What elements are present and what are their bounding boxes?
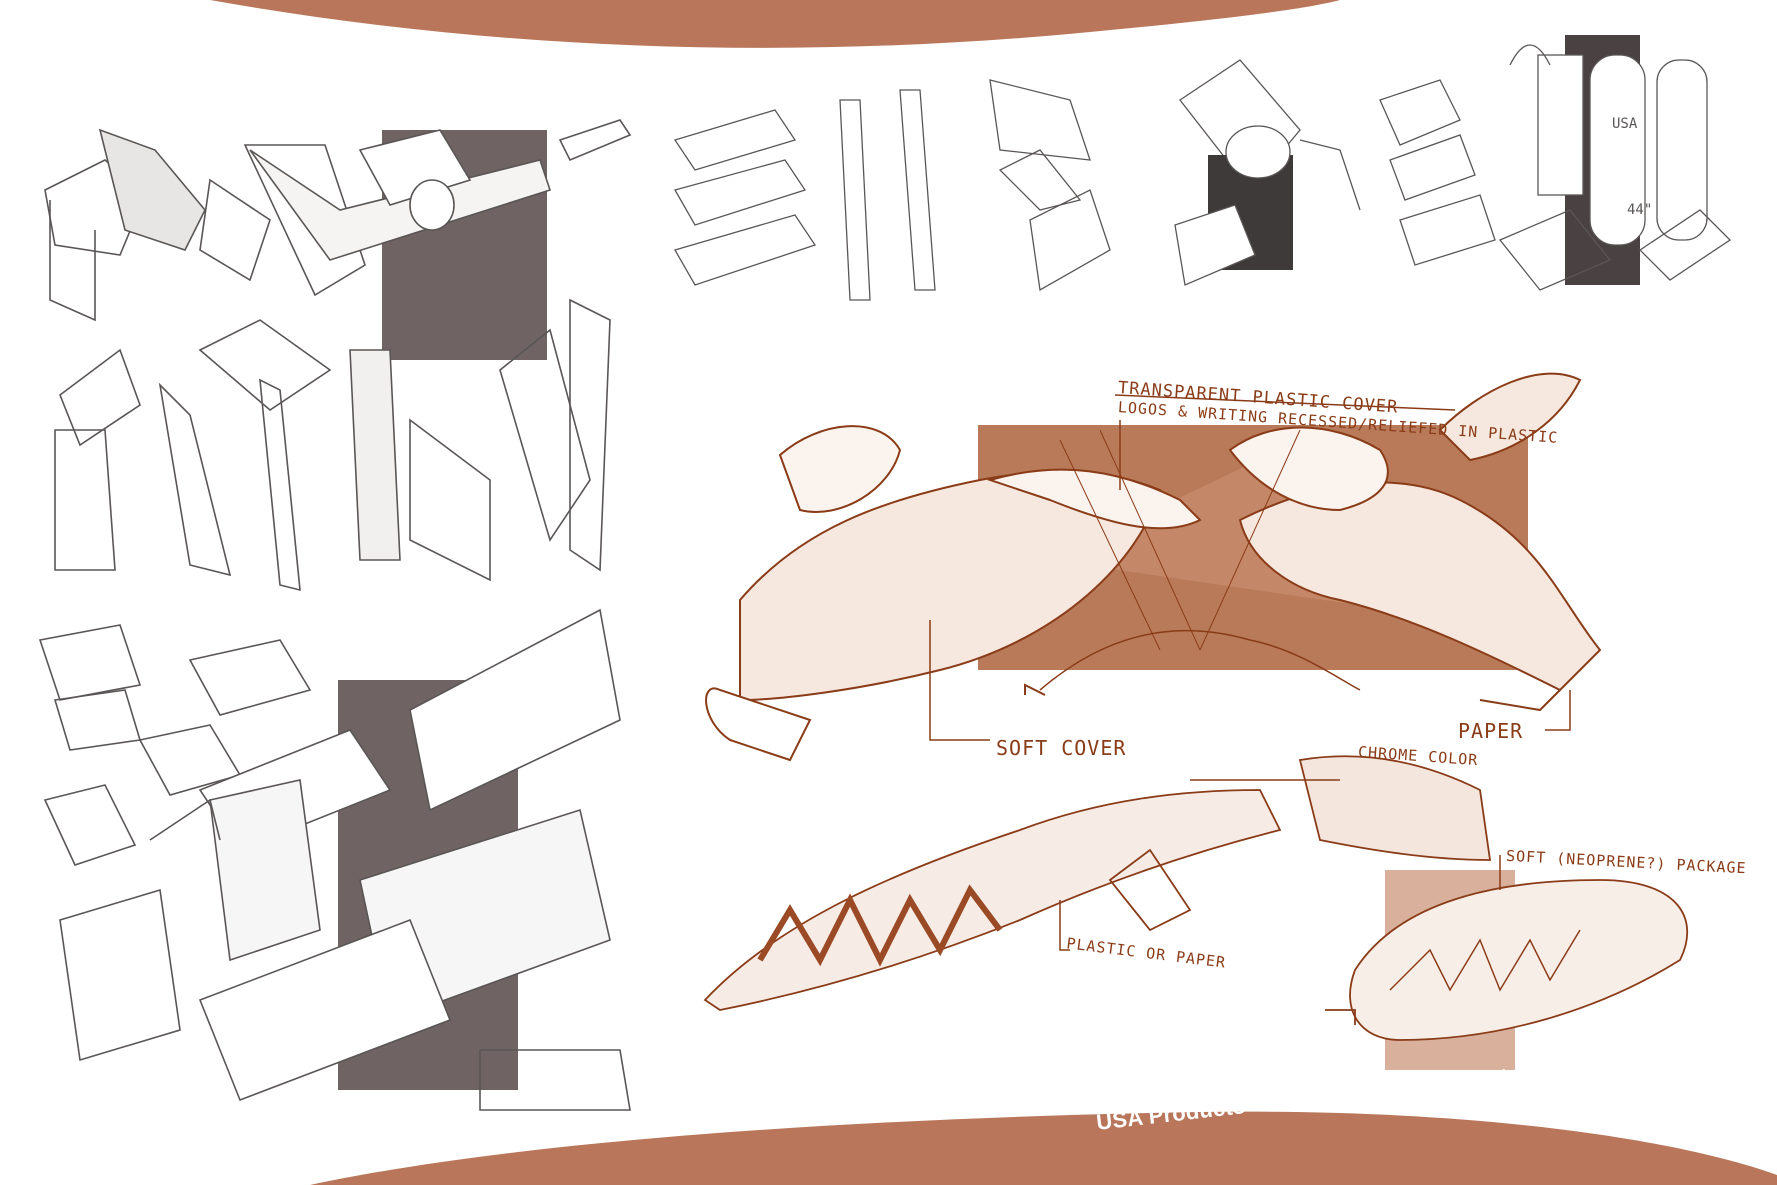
lower-brown-sketches xyxy=(703,755,1689,1070)
top-right-sketch-group xyxy=(1379,35,1732,291)
left-bottom-sketch-group xyxy=(38,608,631,1111)
sketch-label-44: 44" xyxy=(1627,202,1652,218)
left-top-sketch-group xyxy=(44,119,632,592)
bottom-accent-band xyxy=(310,1111,1777,1185)
main-brown-sketch xyxy=(705,372,1602,762)
sketch-label-usa: USA xyxy=(1612,116,1638,132)
annotation-soft-cover: SOFT COVER xyxy=(996,736,1127,760)
annotation-paper: PAPER xyxy=(1458,719,1524,743)
top-middle-sketch-group xyxy=(673,59,1361,301)
main-sketch-leader-lines xyxy=(929,394,1571,741)
lower-leader-lines xyxy=(1059,779,1501,951)
top-accent-band xyxy=(210,0,1340,48)
